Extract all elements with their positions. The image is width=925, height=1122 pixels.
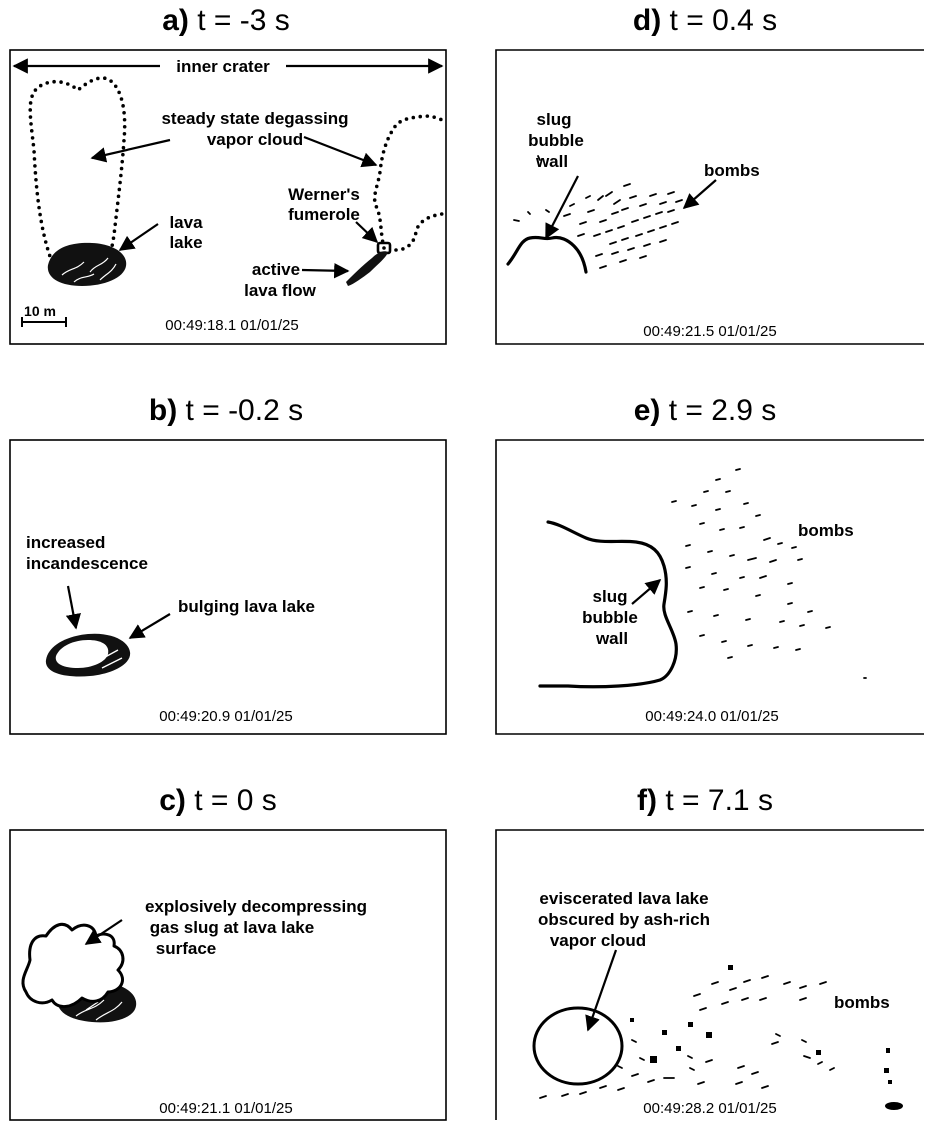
werner-plume-upper xyxy=(372,114,444,250)
panel-d-title: d) t = 0.4 s xyxy=(633,4,777,37)
steady-vapor-cloud-outline xyxy=(28,76,127,264)
inner-crater-label: inner crater xyxy=(176,57,270,76)
slug-wall-e xyxy=(538,520,678,689)
slug-d-label-line2: bubble xyxy=(528,131,584,150)
panel-f-timestamp: 00:49:28.2 01/01/25 xyxy=(643,1100,776,1117)
steady-state-label-line2: vapor cloud xyxy=(207,130,303,149)
panel-a-timestamp: 00:49:18.1 01/01/25 xyxy=(165,317,298,334)
bulging-arrow xyxy=(128,613,171,639)
panel-b-title: b) t = -0.2 s xyxy=(149,394,303,427)
eviscerated-lake-outline xyxy=(532,1006,624,1086)
panel-f: f) t = 7.1 s eviscerated lava lake obscu… xyxy=(495,784,924,1120)
panel-a: a) t = -3 s inner crater steady state de… xyxy=(9,4,447,345)
lava-lake-label-line2: lake xyxy=(169,233,202,252)
werner-plume-lower xyxy=(394,212,444,252)
explosive-label-line1: explosively decompressing xyxy=(145,897,367,916)
scale-label: 10 m xyxy=(24,303,56,319)
slug-e-label-line1: slug xyxy=(593,587,628,606)
panel-f-frame xyxy=(495,829,924,1120)
lava-lake-veins xyxy=(61,257,117,283)
lava-lake-label-line1: lava xyxy=(169,213,203,232)
slug-e-label-line2: bubble xyxy=(582,608,638,627)
active-lava-flow-shape xyxy=(346,251,388,286)
increased-arrow xyxy=(65,585,81,630)
slug-e-label-line3: wall xyxy=(595,629,628,648)
panel-b-timestamp: 00:49:20.9 01/01/25 xyxy=(159,708,292,725)
panel-f-title: f) t = 7.1 s xyxy=(637,784,773,817)
incandescence-shape xyxy=(55,640,109,668)
werners-label-line1: Werner's xyxy=(288,185,360,204)
lava-lake-arrow xyxy=(118,223,159,251)
werners-arrow xyxy=(355,221,379,244)
evisc-label-line1: eviscerated lava lake xyxy=(539,889,708,908)
explosive-label-line2: gas slug at lava lake xyxy=(150,918,314,937)
active-flow-arrow xyxy=(301,263,350,279)
bombs-d-label: bombs xyxy=(704,161,760,180)
evisc-label-line2: obscured by ash-rich xyxy=(538,910,710,929)
gas-slug-shape xyxy=(21,922,125,1008)
panel-c-timestamp: 00:49:21.1 01/01/25 xyxy=(159,1100,292,1117)
slug-d-arrow xyxy=(545,175,579,240)
lava-lake-shape xyxy=(47,242,127,286)
evisc-label-line3: vapor cloud xyxy=(550,931,646,950)
bombs-f-label: bombs xyxy=(834,993,890,1012)
evisc-arrow xyxy=(585,949,618,1032)
slug-wall-d xyxy=(506,235,588,274)
panel-c-frame xyxy=(9,829,447,1121)
explosive-label-line3: surface xyxy=(156,939,216,958)
steady-state-arrow-left xyxy=(90,138,171,163)
panel-e-title: e) t = 2.9 s xyxy=(634,394,777,427)
steady-state-arrow-right xyxy=(303,135,378,168)
increased-label-line2: incandescence xyxy=(26,554,148,573)
explosive-arrow xyxy=(84,919,123,945)
bombs-e-label: bombs xyxy=(798,521,854,540)
panel-e: e) t = 2.9 s slug bubble wall bombs xyxy=(495,394,924,735)
panel-e-frame xyxy=(495,439,924,735)
active-flow-label-line2: lava flow xyxy=(244,281,317,300)
slug-e-arrow xyxy=(631,578,662,605)
bombs-d-arrow xyxy=(682,179,717,210)
panel-c: c) t = 0 s explosively decompressing gas… xyxy=(9,784,447,1121)
panel-e-timestamp: 00:49:24.0 01/01/25 xyxy=(645,708,778,725)
panel-b: b) t = -0.2 s increased incandescence bu… xyxy=(9,394,447,735)
panel-c-title: c) t = 0 s xyxy=(159,784,277,817)
panel-a-title: a) t = -3 s xyxy=(162,4,290,37)
panel-d: d) t = 0.4 s slug bubble wall bombs xyxy=(495,4,924,345)
bulging-label: bulging lava lake xyxy=(178,597,315,616)
bombs-d-field xyxy=(513,155,683,269)
bombs-e-field xyxy=(671,468,867,679)
active-flow-label-line1: active xyxy=(252,260,300,279)
slug-d-label-line3: wall xyxy=(535,152,568,171)
steady-state-label-line1: steady state degassing xyxy=(161,109,348,128)
panel-b-frame xyxy=(9,439,447,735)
panel-d-timestamp: 00:49:21.5 01/01/25 xyxy=(643,323,776,340)
increased-label-line1: increased xyxy=(26,533,105,552)
slug-d-label-line1: slug xyxy=(537,110,572,129)
panel-d-frame xyxy=(495,49,924,345)
bombs-f-field xyxy=(539,965,903,1110)
werners-label-line2: fumerole xyxy=(288,205,360,224)
panel-a-frame xyxy=(9,49,447,345)
